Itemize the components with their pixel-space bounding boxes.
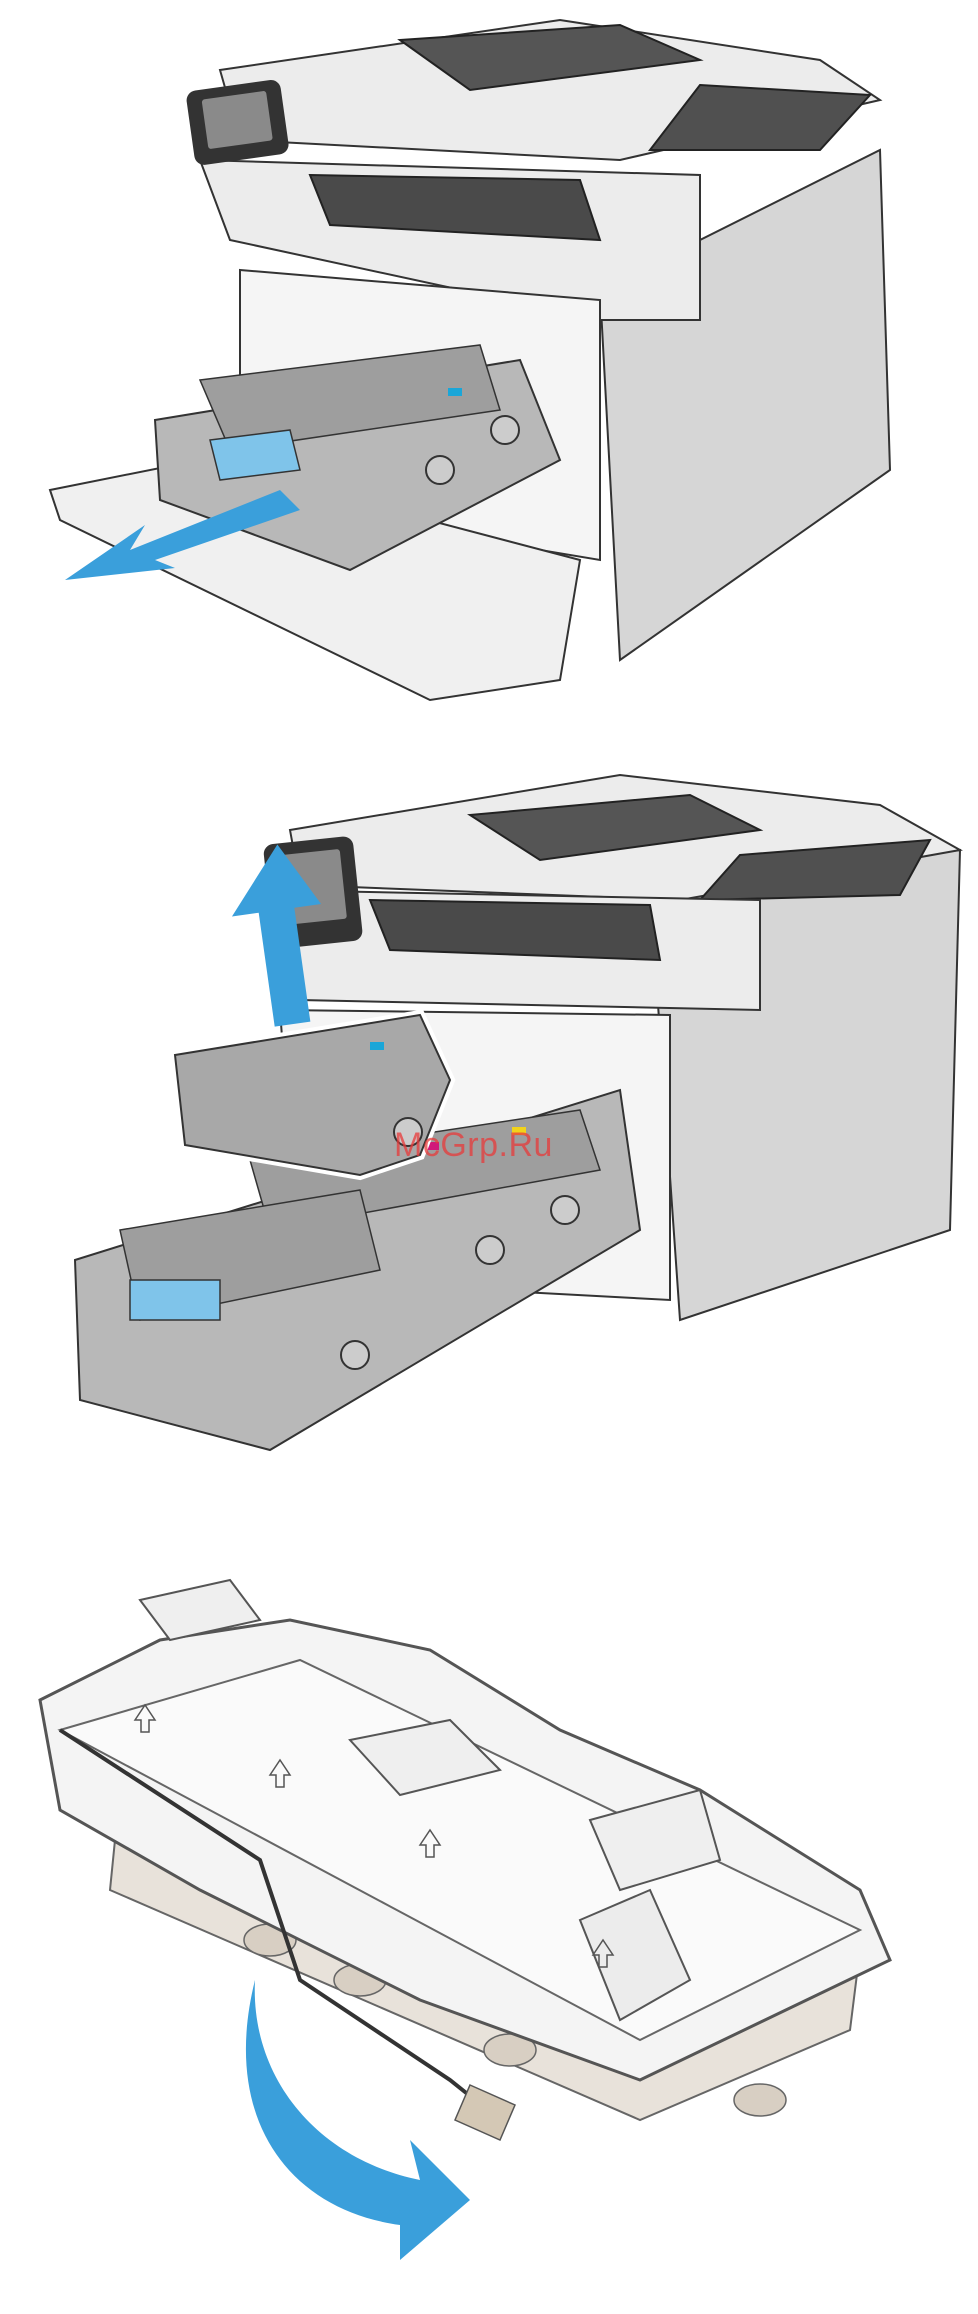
cartridge-roller — [734, 2084, 786, 2116]
cartridge-gear — [491, 416, 519, 444]
cartridge-gear — [476, 1236, 504, 1264]
cartridge-packaging-illustration — [0, 1560, 978, 2314]
cyan-mark — [370, 1042, 384, 1050]
drawer-handle-highlight — [130, 1280, 220, 1320]
control-panel-screen — [202, 91, 273, 150]
cartridge-gear — [551, 1196, 579, 1224]
printer-drawer-illustration — [0, 0, 978, 720]
cartridge-gear — [341, 1341, 369, 1369]
figure-pull-toner-drawer — [0, 0, 978, 720]
cyan-mark — [448, 388, 462, 396]
cartridge-gear — [426, 456, 454, 484]
watermark-text: McGrp.Ru — [394, 1126, 553, 1165]
figure-cartridge-packaging — [0, 1560, 978, 2314]
output-tray — [370, 900, 660, 960]
